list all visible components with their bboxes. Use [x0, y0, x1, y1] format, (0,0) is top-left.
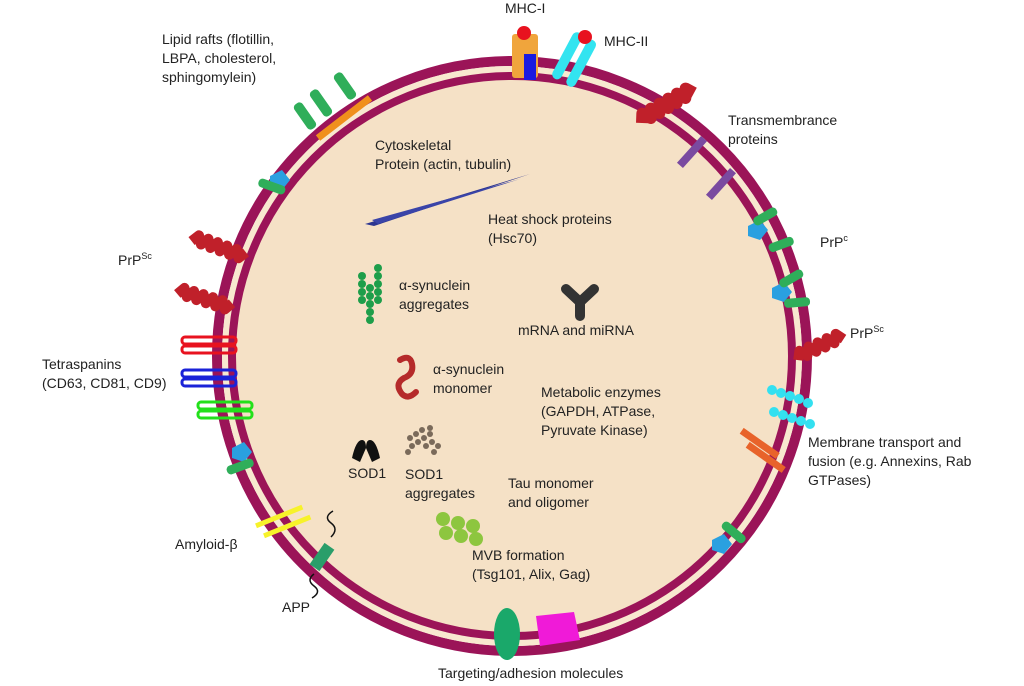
tau-line-1: Tau monomer: [508, 475, 594, 491]
prpsc-right-icon: [793, 328, 847, 361]
transmembrane-line-1: Transmembrance: [728, 112, 837, 128]
metabolic-line-2: (GAPDH, ATPase,: [541, 403, 655, 419]
tetraspanins-label: Tetraspanins (CD63, CD81, CD9): [42, 356, 166, 391]
synuclein-monomer-line-1: α-synuclein: [433, 361, 504, 377]
app-icon: [309, 510, 336, 599]
cytoskeletal-line-2: Protein (actin, tubulin): [375, 156, 511, 172]
rab-gtpase-icon: [739, 427, 786, 473]
prpc-sup: c: [843, 233, 848, 243]
prpc-receptor-top-icon: [748, 207, 794, 253]
prpsc-left-label: PrPSc: [118, 251, 152, 268]
mhc2-icon: [552, 32, 597, 87]
synuclein-aggregates-line-1: α-synuclein: [399, 277, 470, 293]
sod1-aggregates-label: SOD1 aggregates: [405, 466, 475, 501]
lipid-rafts-label: Lipid rafts (flotillin, LBPA, cholestero…: [162, 31, 280, 85]
transmembrane-line-2: proteins: [728, 131, 778, 147]
mhc2-ball-icon: [578, 30, 592, 44]
tetraspanin-green-icon: [196, 400, 254, 420]
adhesion-trapezoid-icon: [536, 612, 580, 646]
tetraspanins-line-2: (CD63, CD81, CD9): [42, 375, 166, 391]
metabolic-line-3: Pyruvate Kinase): [541, 422, 648, 438]
lipid-rafts-line-3: sphingomylein): [162, 69, 256, 85]
tetraspanin-blue-icon: [180, 368, 238, 388]
cytoskeletal-label: Cytoskeletal Protein (actin, tubulin): [375, 137, 511, 172]
prpsc-left-bottom-icon: [174, 282, 236, 315]
adhesion-oval-icon: [494, 608, 520, 660]
prpsc-left-base: PrP: [118, 252, 141, 268]
cytoskeletal-line-1: Cytoskeletal: [375, 137, 451, 153]
lipid-rafts-line-2: LBPA, cholesterol,: [162, 50, 276, 66]
vesicle-lumen: [226, 70, 798, 642]
lipid-raft-icon: [293, 72, 373, 141]
mrna-icon: [561, 284, 599, 321]
mhc1-icon: [512, 26, 538, 80]
membrane-transport-line-2: fusion (e.g. Annexins, Rab: [808, 453, 972, 469]
transmembrane-label: Transmembrance proteins: [728, 112, 841, 147]
synuclein-aggregates-icon: [358, 264, 382, 324]
heat-shock-line-1: Heat shock proteins: [488, 211, 612, 227]
cytoskeleton-icon: [365, 174, 530, 226]
synuclein-aggregates-label: α-synuclein aggregates: [399, 277, 474, 312]
receptor-upper-left-icon: [258, 170, 290, 195]
lipid-rafts-line-1: Lipid rafts (flotillin,: [162, 31, 274, 47]
tau-line-2: and oligomer: [508, 494, 589, 510]
prpsc-right-sup: Sc: [873, 324, 884, 334]
sod1-aggregates-icon: [405, 425, 441, 455]
mhc2-label: MHC-II: [604, 33, 648, 49]
sod1-aggregates-line-1: SOD1: [405, 466, 443, 482]
prpsc-left-top-icon: [188, 230, 250, 264]
mhc1-label: MHC-I: [505, 0, 545, 16]
heat-shock-label: Heat shock proteins (Hsc70): [488, 211, 616, 246]
sod1-aggregates-line-2: aggregates: [405, 485, 475, 501]
heat-shock-line-2: (Hsc70): [488, 230, 537, 246]
mvb-line-2: (Tsg101, Alix, Gag): [472, 566, 590, 582]
transmembrane-prion-top-icon: [636, 82, 697, 124]
tau-oligomer-icon: [436, 512, 483, 546]
prpc-label: PrPc: [820, 233, 848, 250]
sod1-icon: [352, 440, 380, 462]
prpsc-right-base: PrP: [850, 325, 873, 341]
transmembrane-bars-icon: [676, 135, 737, 201]
app-label: APP: [282, 599, 310, 615]
membrane-transport-line-1: Membrane transport and: [808, 434, 961, 450]
mrna-label: mRNA and miRNA: [518, 322, 635, 338]
prpsc-right-label: PrPSc: [850, 324, 884, 341]
membrane-transport-label: Membrane transport and fusion (e.g. Anne…: [808, 434, 975, 488]
synuclein-monomer-icon: [395, 354, 419, 400]
annexin-icon: [767, 385, 815, 429]
mvb-label: MVB formation (Tsg101, Alix, Gag): [472, 547, 590, 582]
targeting-label: Targeting/adhesion molecules: [438, 665, 623, 681]
synuclein-monomer-label: α-synuclein monomer: [433, 361, 508, 396]
amyloid-label: Amyloid-β: [175, 536, 238, 552]
tetraspanins-line-1: Tetraspanins: [42, 356, 121, 372]
membrane-transport-line-3: GTPases): [808, 472, 871, 488]
metabolic-line-1: Metabolic enzymes: [541, 384, 661, 400]
synuclein-aggregates-line-2: aggregates: [399, 296, 469, 312]
prpc-receptor-bottom-icon: [772, 269, 811, 308]
metabolic-label: Metabolic enzymes (GAPDH, ATPase, Pyruva…: [541, 384, 665, 438]
prpsc-left-sup: Sc: [141, 251, 152, 261]
receptor-lower-left-icon: [226, 442, 254, 475]
amyloid-icon: [255, 504, 312, 539]
mvb-line-1: MVB formation: [472, 547, 565, 563]
sod1-label: SOD1: [348, 465, 386, 481]
tau-label: Tau monomer and oligomer: [508, 475, 597, 510]
prpc-base: PrP: [820, 234, 843, 250]
synuclein-monomer-line-2: monomer: [433, 380, 492, 396]
receptor-lower-right-icon: [712, 521, 746, 554]
tetraspanin-red-icon: [180, 335, 238, 355]
